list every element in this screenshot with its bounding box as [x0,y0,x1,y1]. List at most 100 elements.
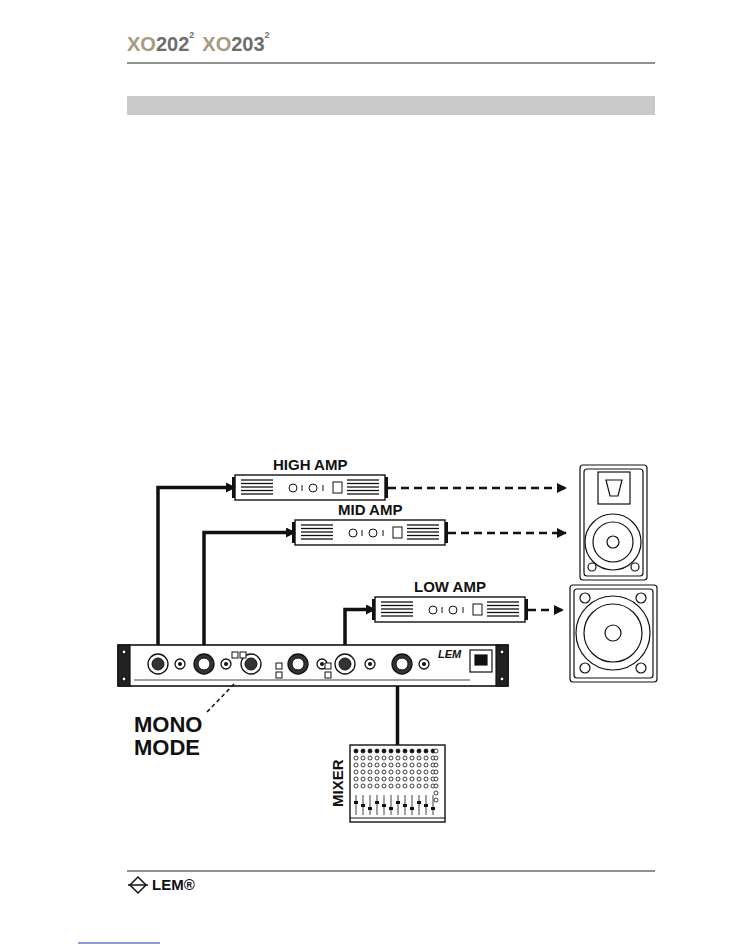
mixer-console [350,745,445,822]
mixer-knob [354,777,358,781]
vent-slot [241,486,273,487]
jack-socket [422,662,426,666]
fader-track [419,795,420,815]
mixer-knob [424,770,428,774]
amplifier: MID AMP [295,520,445,545]
vent-slot [487,612,519,613]
vent-slot [347,493,379,494]
label-text: 202 [156,33,189,56]
vent-slot [487,601,519,602]
leader-line [207,682,236,712]
fader-cap [382,804,386,807]
mixer-knob [375,784,379,788]
mixer-knob [382,784,386,788]
mixer-knob [396,770,400,774]
label-text: XO [202,33,231,56]
mixer-knob [434,763,438,767]
amp-knob [369,529,377,537]
amp-ear [525,599,528,620]
label-text: LEM® [152,876,195,893]
mixer-knob [354,784,358,788]
vent-slot [301,535,333,536]
vent-slot [301,538,333,539]
logo-mark [128,877,148,893]
vent-slot [381,605,413,606]
vent-slot [241,479,273,480]
fader-cap [354,801,358,804]
mixer-knob [361,749,365,753]
link-underline [78,943,160,944]
xlr-socket [288,654,308,674]
mixer-knob [389,756,393,760]
fader-track [433,795,434,815]
mixer: MIXER [350,745,445,822]
vent-slot [407,535,439,536]
fader-track [398,795,399,815]
mixer-knob [361,770,365,774]
fader-cap [431,807,435,810]
xlr-socket [152,658,164,670]
mixer-knob [361,777,365,781]
label-text: 2 [189,30,194,40]
fader-cap [361,804,365,807]
node-label: MID AMP [338,501,402,518]
mixer-knob [389,777,393,781]
xlr-socket [335,654,355,674]
mixer-knob [434,791,438,795]
mixer-knob [389,770,393,774]
mixer-knob [403,784,407,788]
mixer-knob [424,756,428,760]
mixer-knob [417,777,421,781]
mixer-knob [368,777,372,781]
dip-switch [240,652,246,658]
jack-socket [365,659,375,669]
header-rule [127,63,655,64]
section-band [127,96,655,115]
mixer-knob [389,763,393,767]
signal-cable [345,610,375,646]
fader-cap [403,804,407,807]
mixer-knob [424,777,428,781]
mixer-knob [403,749,407,753]
vent-slot [347,483,379,484]
mixer-knob [424,749,428,753]
jack-socket [368,662,372,666]
mixer-knob [375,777,379,781]
amp-ear [385,477,388,498]
vent-slot [241,483,273,484]
mixer-knob [361,784,365,788]
mixer-knob [368,770,372,774]
mixer-knob [434,784,438,788]
xlr-socket [292,658,304,670]
amplifier: LOW AMP [375,597,525,622]
signal-cable [396,686,400,745]
mixer-knob [396,756,400,760]
mixer-knob [361,756,365,760]
dip-switch [325,672,331,678]
fader-cap [368,807,372,810]
crossover: LEM [118,645,508,686]
fader-cap [389,807,393,810]
mixer-knob [368,784,372,788]
mixer-knob [354,756,358,760]
speaker-bottom [570,585,657,682]
mixer-knob [368,749,372,753]
fader-cap [410,807,414,810]
vent-slot [407,531,439,532]
amp-led [463,607,464,613]
fader-cap [417,801,421,804]
amp-led [362,530,363,536]
xlr-socket [198,658,210,670]
mixer-knob [382,770,386,774]
mixer-knob [368,763,372,767]
mixer-knob [375,770,379,774]
mixer-knob [434,770,438,774]
vent-slot [301,528,333,529]
mixer-knob [382,756,386,760]
node-label: HIGH AMP [273,456,347,473]
power-switch [473,604,482,615]
vent-slot [381,601,413,602]
mixer-knob [434,756,438,760]
footer-rule [127,871,655,872]
